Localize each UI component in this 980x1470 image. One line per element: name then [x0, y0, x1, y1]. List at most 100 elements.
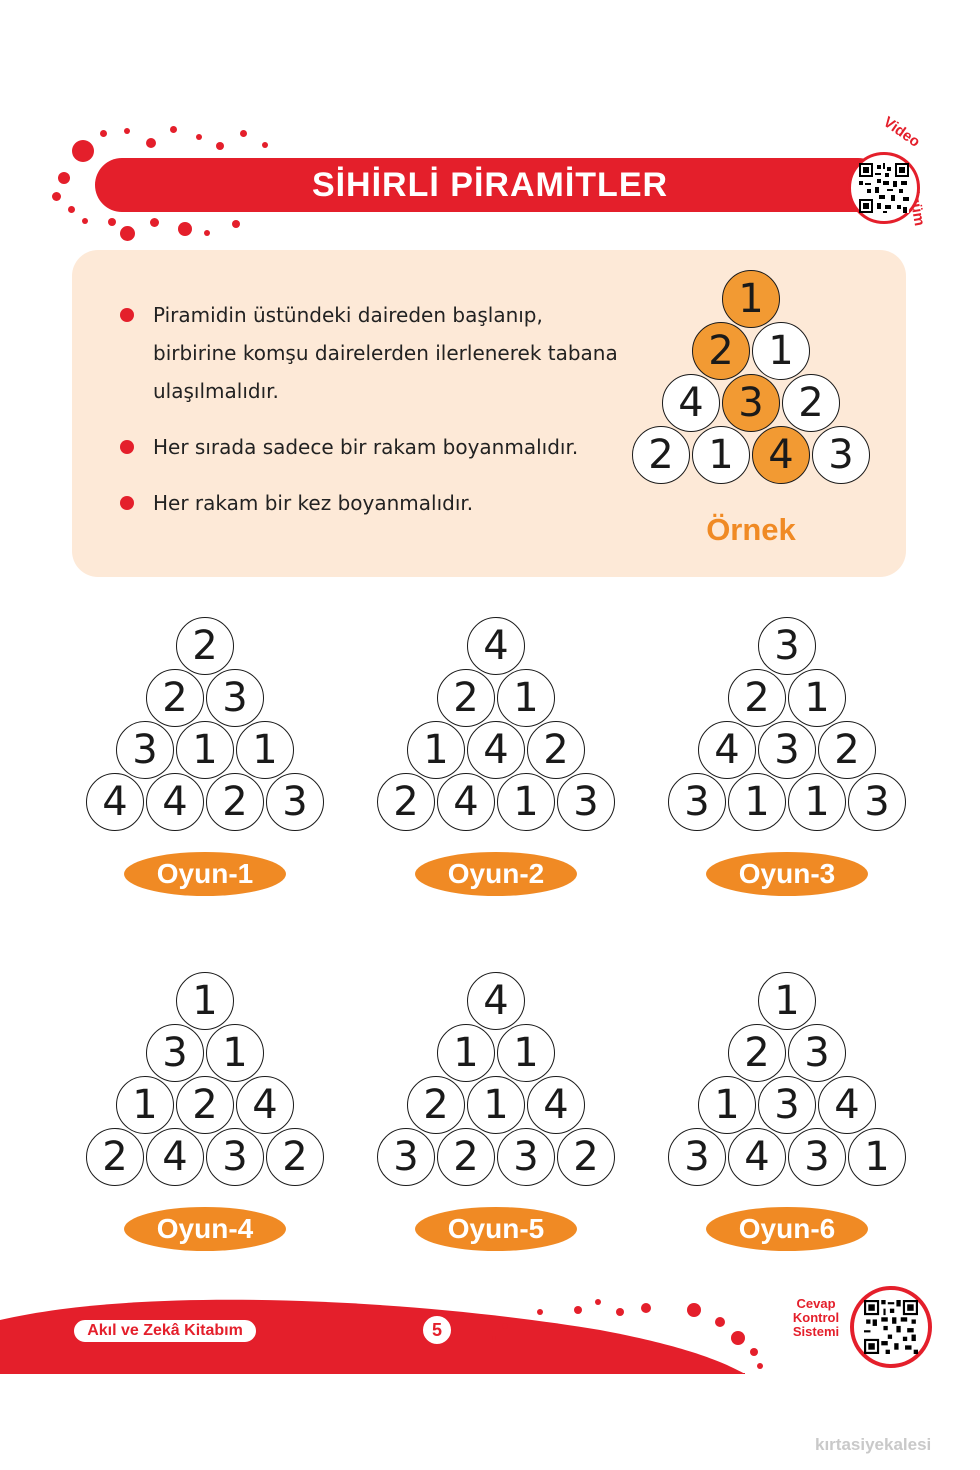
- answer-check-qr[interactable]: [850, 1286, 932, 1368]
- pyramid-cell[interactable]: 3: [116, 721, 174, 779]
- pyramid-cell[interactable]: 2: [377, 773, 435, 831]
- pyramid-cell[interactable]: 1: [788, 773, 846, 831]
- pyramid-cell[interactable]: 2: [86, 1128, 144, 1186]
- pyramid-cell[interactable]: 3: [758, 721, 816, 779]
- pyramid-cell[interactable]: 3: [722, 374, 780, 432]
- game-label: Oyun-6: [706, 1207, 868, 1251]
- pyramid-cell[interactable]: 3: [206, 1128, 264, 1186]
- pyramid-cell[interactable]: 4: [467, 972, 525, 1030]
- pyramid-cell[interactable]: 2: [407, 1076, 465, 1134]
- pyramid-cell[interactable]: 1: [116, 1076, 174, 1134]
- pyramid-cell[interactable]: 1: [848, 1128, 906, 1186]
- game-label: Oyun-4: [124, 1207, 286, 1251]
- pyramid-cell[interactable]: 4: [818, 1076, 876, 1134]
- bullet-icon: [120, 496, 134, 510]
- pyramid-cell[interactable]: 1: [728, 773, 786, 831]
- pyramid-cell[interactable]: 1: [236, 721, 294, 779]
- answer-system-line: Sistemi: [792, 1324, 840, 1339]
- pyramid-cell[interactable]: 3: [788, 1128, 846, 1186]
- pyramid-cell[interactable]: 4: [437, 773, 495, 831]
- answer-system-line: Cevap: [796, 1296, 836, 1311]
- pyramid-cell[interactable]: 2: [206, 773, 264, 831]
- pyramid-cell[interactable]: 2: [782, 374, 840, 432]
- game-label: Oyun-3: [706, 852, 868, 896]
- pyramid-cell[interactable]: 2: [176, 617, 234, 675]
- pyramid-cell[interactable]: 1: [788, 669, 846, 727]
- pyramid-cell[interactable]: 3: [557, 773, 615, 831]
- pyramid-cell[interactable]: 4: [662, 374, 720, 432]
- pyramid-cell[interactable]: 3: [497, 1128, 555, 1186]
- pyramid-cell[interactable]: 1: [692, 426, 750, 484]
- game-label: Oyun-5: [415, 1207, 577, 1251]
- rule-item: Her sırada sadece bir rakam boyanmalıdır…: [118, 428, 658, 466]
- book-title: Akıl ve Zekâ Kitabım: [72, 1318, 258, 1344]
- pyramid-cell[interactable]: 1: [758, 972, 816, 1030]
- pyramid-cell[interactable]: 3: [788, 1024, 846, 1082]
- pyramid-cell[interactable]: 2: [632, 426, 690, 484]
- pyramid-cell[interactable]: 2: [266, 1128, 324, 1186]
- qr-code-icon: [859, 163, 909, 213]
- pyramid-cell[interactable]: 3: [812, 426, 870, 484]
- pyramid-cell[interactable]: 4: [146, 773, 204, 831]
- rule-text: Her rakam bir kez boyanmalıdır.: [153, 491, 474, 515]
- pyramid-cell[interactable]: 4: [86, 773, 144, 831]
- pyramid-cell[interactable]: 1: [497, 773, 555, 831]
- pyramid-cell[interactable]: 4: [467, 721, 525, 779]
- pyramid-cell[interactable]: 2: [146, 669, 204, 727]
- pyramid-cell[interactable]: 1: [407, 721, 465, 779]
- pyramid-cell[interactable]: 4: [236, 1076, 294, 1134]
- video-solution-qr[interactable]: [848, 152, 920, 224]
- pyramid-cell[interactable]: 1: [206, 1024, 264, 1082]
- pyramid-cell[interactable]: 1: [176, 972, 234, 1030]
- pyramid-cell[interactable]: 4: [467, 617, 525, 675]
- title-band: [95, 158, 885, 212]
- page-number: 5: [421, 1314, 453, 1346]
- pyramid-cell[interactable]: 2: [728, 1024, 786, 1082]
- pyramid-cell[interactable]: 4: [527, 1076, 585, 1134]
- rule-text: birbirine komşu dairelerden ilerlenerek …: [153, 341, 618, 365]
- pyramid-cell[interactable]: 2: [437, 669, 495, 727]
- qr-code-icon: [864, 1300, 918, 1354]
- pyramid-cell[interactable]: 1: [497, 669, 555, 727]
- pyramid-cell[interactable]: 2: [818, 721, 876, 779]
- pyramid-cell[interactable]: 3: [146, 1024, 204, 1082]
- pyramid-cell[interactable]: 4: [752, 426, 810, 484]
- pyramid-cell[interactable]: 1: [437, 1024, 495, 1082]
- pyramid-cell[interactable]: 2: [557, 1128, 615, 1186]
- pyramid-cell[interactable]: 3: [758, 1076, 816, 1134]
- pyramid-cell[interactable]: 1: [752, 322, 810, 380]
- pyramid-cell[interactable]: 3: [206, 669, 264, 727]
- answer-system-label: Cevap Kontrol Sistemi: [786, 1297, 846, 1339]
- watermark: kırtasiyekalesi: [815, 1435, 932, 1454]
- rule-text: ulaşılmalıdır.: [153, 379, 279, 403]
- pyramid-cell[interactable]: 3: [758, 617, 816, 675]
- answer-system-line: Kontrol: [792, 1310, 840, 1325]
- rule-text: Piramidin üstündeki daireden başlanıp,: [153, 303, 543, 327]
- pyramid-cell[interactable]: 2: [692, 322, 750, 380]
- pyramid-cell[interactable]: 3: [266, 773, 324, 831]
- pyramid-cell[interactable]: 3: [848, 773, 906, 831]
- bullet-icon: [120, 308, 134, 322]
- rule-item: Piramidin üstündeki daireden başlanıp, b…: [118, 296, 658, 410]
- rules-list: Piramidin üstündeki daireden başlanıp, b…: [118, 296, 658, 540]
- pyramid-cell[interactable]: 1: [176, 721, 234, 779]
- pyramid-cell[interactable]: 2: [728, 669, 786, 727]
- pyramid-cell[interactable]: 3: [668, 1128, 726, 1186]
- pyramid-cell[interactable]: 1: [497, 1024, 555, 1082]
- pyramid-cell[interactable]: 3: [377, 1128, 435, 1186]
- game-label: Oyun-2: [415, 852, 577, 896]
- pyramid-cell[interactable]: 4: [146, 1128, 204, 1186]
- pyramid-cell[interactable]: 4: [728, 1128, 786, 1186]
- pyramid-cell[interactable]: 2: [437, 1128, 495, 1186]
- pyramid-cell[interactable]: 4: [698, 721, 756, 779]
- pyramid-cell[interactable]: 3: [668, 773, 726, 831]
- rule-text: Her sırada sadece bir rakam boyanmalıdır…: [153, 435, 579, 459]
- pyramid-cell[interactable]: 1: [467, 1076, 525, 1134]
- pyramid-cell[interactable]: 2: [176, 1076, 234, 1134]
- pyramid-cell[interactable]: 1: [698, 1076, 756, 1134]
- page-title: SİHİRLİ PİRAMİTLER: [311, 166, 669, 204]
- pyramid-cell[interactable]: 1: [722, 270, 780, 328]
- rule-item: Her rakam bir kez boyanmalıdır.: [118, 484, 658, 522]
- pyramid-cell[interactable]: 2: [527, 721, 585, 779]
- bullet-icon: [120, 440, 134, 454]
